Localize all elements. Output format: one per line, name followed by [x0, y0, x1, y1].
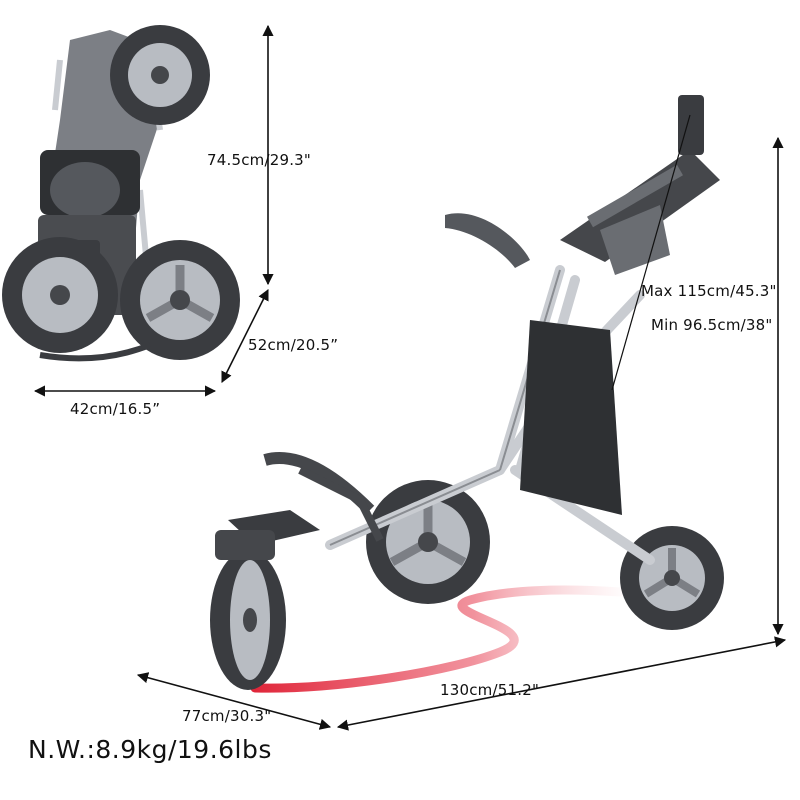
- folded-width-label: 42cm/16.5”: [70, 400, 161, 418]
- open-length-label: 130cm/51.2": [440, 681, 540, 699]
- folded-depth-label: 52cm/20.5”: [248, 336, 339, 354]
- open-cart: [210, 95, 724, 693]
- handle-max-height-label: Max 115cm/45.3": [641, 282, 777, 300]
- open-width-label: 77cm/30.3": [182, 707, 272, 725]
- net-weight-label: N.W.:8.9kg/19.6lbs: [28, 735, 272, 764]
- open-dimension-lines: [136, 114, 787, 731]
- handle-min-height-label: Min 96.5cm/38": [651, 316, 773, 334]
- folded-cart: [2, 25, 240, 362]
- folded-dimension-lines: [33, 24, 274, 397]
- folded-height-label: 74.5cm/29.3": [207, 151, 312, 169]
